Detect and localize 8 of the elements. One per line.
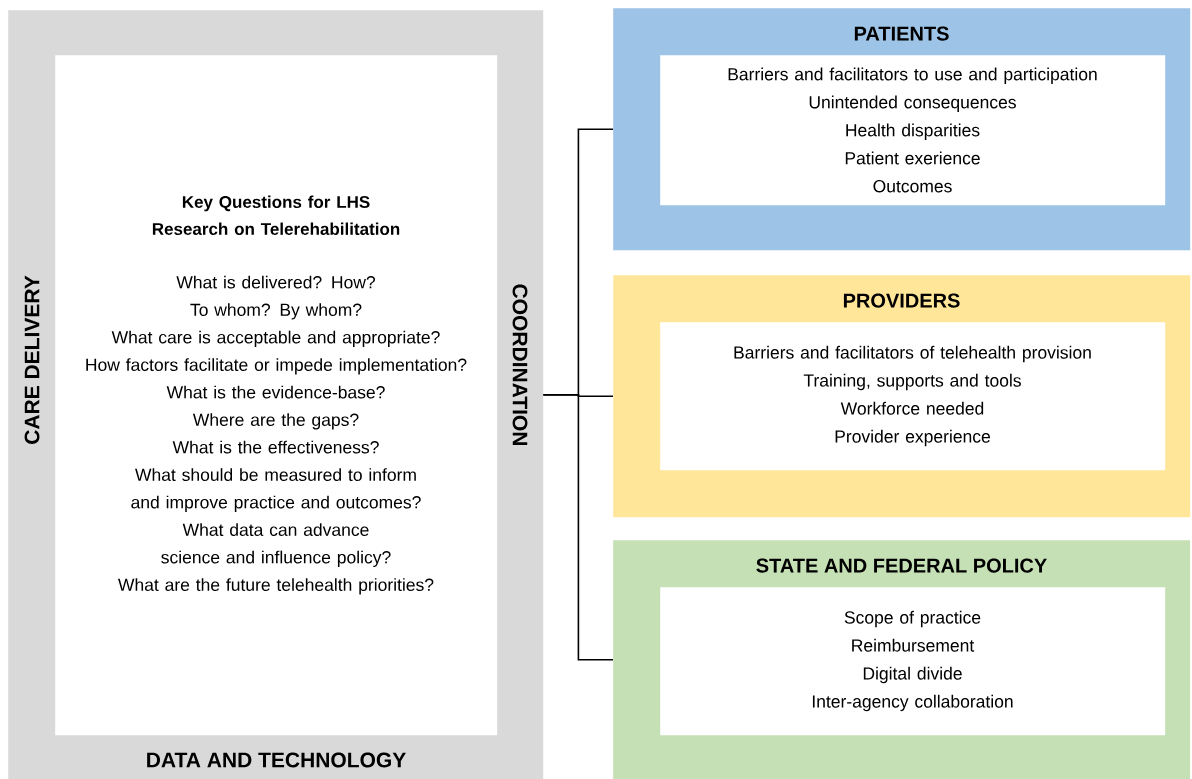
band-label: DATA AND TECHNOLOGY — [147, 752, 406, 768]
list-box: Barriers and facilitators to use and participation Unintended consequences Health disparities Patient exerience Outcomes — [660, 55, 1166, 206]
list-box: Scope of practice Reimbursement Digital divide Inter-agency collaboration — [660, 587, 1166, 736]
band-label: COORDINATION — [512, 284, 528, 446]
band-label: CARE DELIVERY — [24, 275, 40, 444]
question-box: Key Questions for LHS Research on Telerehabilitation What is delivered? How? To whom? By whom? What care is acceptable and appropriate? How factors facilitate or impede implementation? What is the evidence-base? Where are the gaps? What is the effectiveness? What should be measured to inform and improve practice and outcomes? What data can advance science and influence policy? What are the future telehealth priorities? — [55, 55, 498, 736]
list-box: Barriers and facilitators of telehealth provision Training, supports and tools Workforce needed Provider experience — [660, 322, 1166, 471]
connector-line — [542, 393, 614, 661]
